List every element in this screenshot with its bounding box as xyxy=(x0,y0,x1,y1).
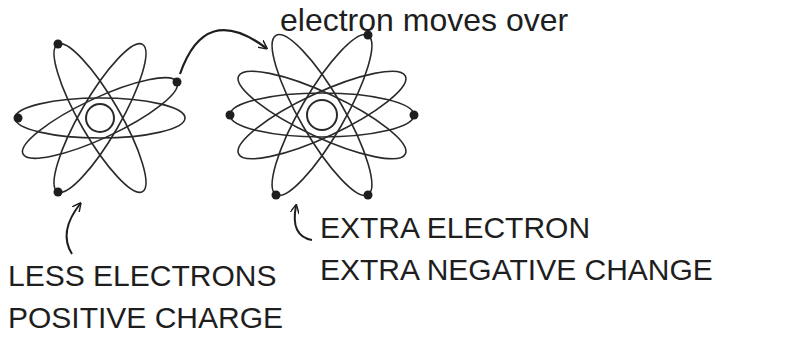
electron-dot xyxy=(14,114,23,123)
charge-note: EXTRA NEGATIVE CHANGE xyxy=(320,252,713,288)
charge-note: EXTRA ELECTRON xyxy=(320,210,590,246)
electron-dot xyxy=(54,40,63,49)
orbit xyxy=(229,56,414,174)
electron-dot xyxy=(272,191,281,200)
leader-arrow xyxy=(295,206,312,240)
orbit xyxy=(229,56,414,174)
transfer-arrow xyxy=(180,30,266,74)
electron-dot xyxy=(226,111,235,120)
charge-note: LESS ELECTRONS xyxy=(8,258,276,294)
orbit xyxy=(15,98,185,138)
charge-note: POSITIVE CHARGE xyxy=(8,300,283,336)
orbit xyxy=(15,64,186,172)
nucleus xyxy=(86,104,114,132)
electron-dot xyxy=(173,78,182,87)
electron-dot xyxy=(54,188,63,197)
leader-arrow xyxy=(67,204,80,254)
right-atom xyxy=(229,24,414,205)
nucleus xyxy=(307,100,337,130)
caption-note: electron moves over xyxy=(280,2,568,38)
right-electrons xyxy=(226,31,419,200)
left-electrons xyxy=(14,40,182,197)
electron-dot xyxy=(364,191,373,200)
left-atom xyxy=(15,34,186,201)
electron-dot xyxy=(410,111,419,120)
orbit xyxy=(230,93,414,137)
